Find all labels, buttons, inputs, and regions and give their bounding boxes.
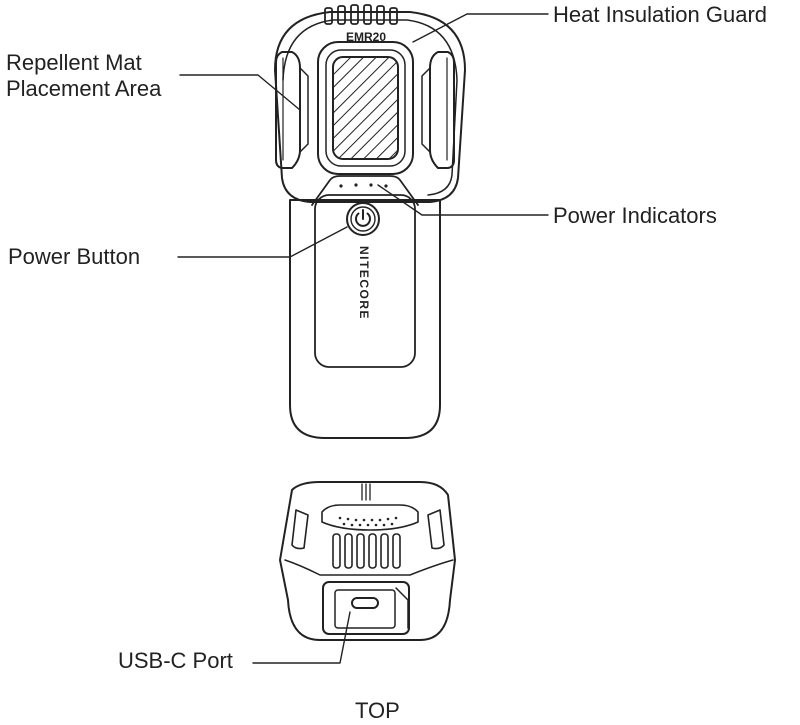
power-button-label: Power Button [8,244,141,269]
leader-lines [177,13,549,664]
device-body [289,199,441,439]
top-grille [338,516,398,527]
heat-vents [324,4,398,25]
indicator-window [311,175,419,206]
leader-heat-guard [412,13,549,43]
power-indicators-label: Power Indicators [553,203,717,228]
power-button[interactable] [346,202,380,236]
heat-guard-label: Heat Insulation Guard [553,2,768,27]
mat-area-label-line2: Placement Area [6,76,162,101]
view-label-top: TOP [355,698,400,723]
power-indicator-leds [339,183,388,188]
mat-clip-left [275,51,309,169]
front-panel [314,194,416,368]
repellent-mat-plate [332,56,399,160]
top-view-outline [279,481,456,641]
device-head [274,11,466,203]
leader-usbc [252,611,351,664]
heat-insulation-guard [317,41,414,175]
mat-area-label: Repellent Mat Placement Area [6,50,161,102]
mat-area-label-line1: Repellent Mat [6,50,142,75]
usbc-port[interactable] [322,581,410,635]
brand-text: NITECORE [357,246,371,320]
model-text: EMR20 [346,30,386,44]
top-vents [332,533,401,569]
mat-clip-right [421,51,455,169]
device-top-view [279,481,456,641]
usbc-port-label: USB-C Port [118,648,233,673]
leader-power-indicators [377,184,549,216]
device-front-view: NITECORE EMR20 [274,4,466,439]
leader-power-button [177,226,348,258]
power-icon [355,209,371,227]
leader-mat-area [179,74,301,111]
